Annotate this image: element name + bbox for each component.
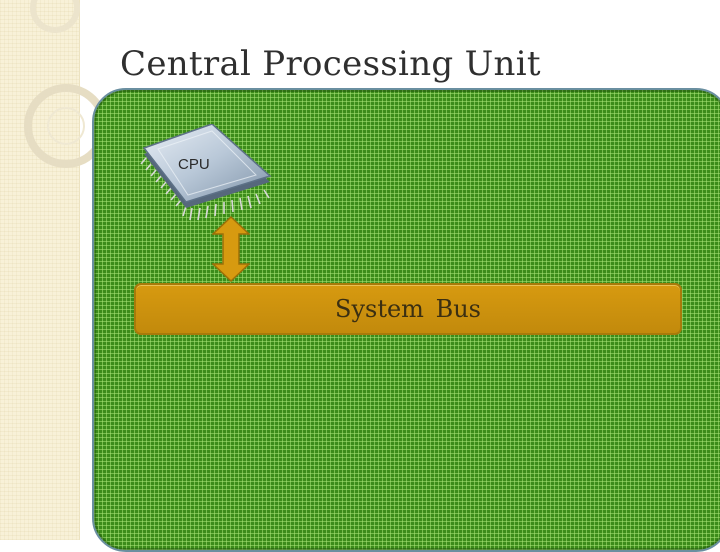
system-bus: System Bus [134, 283, 682, 335]
slide-title: Central Processing Unit [120, 44, 541, 84]
cpu-chip-icon [140, 124, 272, 221]
system-bus-label: System Bus [335, 295, 481, 323]
cpu-label: CPU [178, 156, 210, 173]
double-arrow-icon [212, 216, 250, 282]
